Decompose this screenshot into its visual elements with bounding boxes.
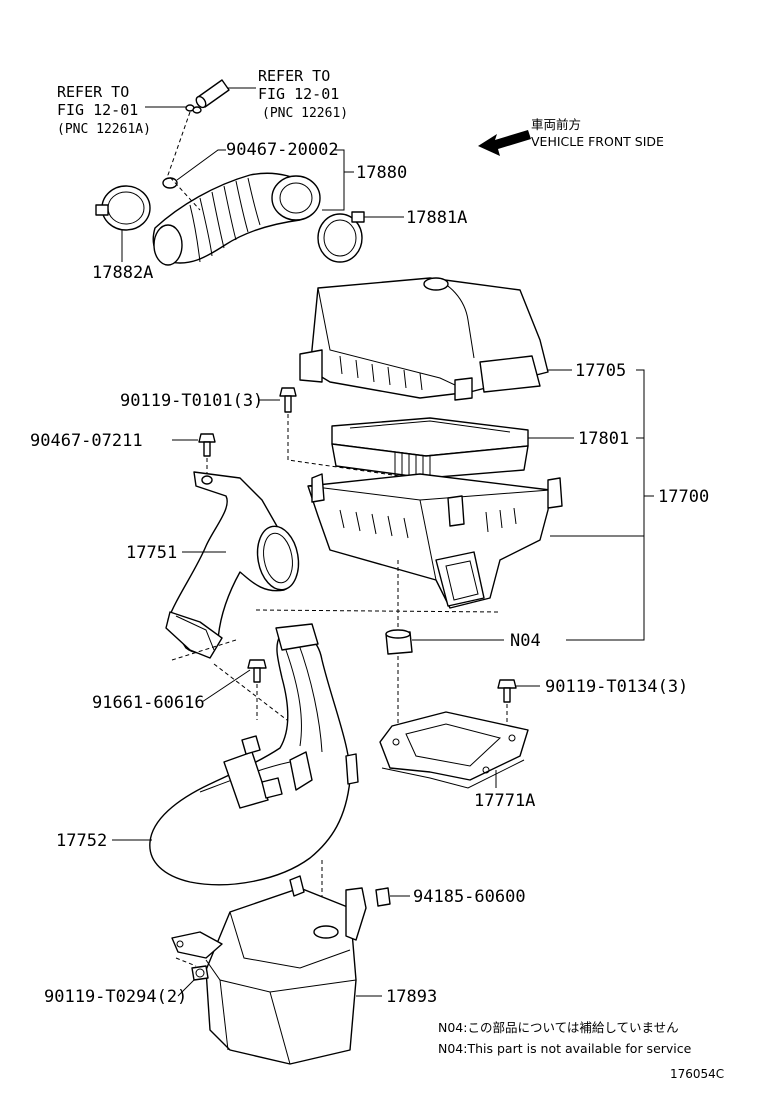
label-17881A: 17881A [406, 208, 467, 228]
ref-right-line2: FIG 12-01 [258, 85, 339, 103]
bolt-91661-60616-icon [247, 659, 267, 683]
small-clip-icon [185, 104, 202, 114]
label-17880: 17880 [356, 163, 407, 183]
air-cleaner-cap-17705 [299, 277, 549, 401]
hose-clip-90467-20002 [162, 149, 226, 189]
hose-clamp-17881A [317, 211, 365, 263]
ref-left-pnc: (PNC 12261A) [57, 122, 151, 137]
ref-left-line1: REFER TO [57, 83, 129, 101]
label-91661-60616: 91661-60616 [92, 693, 205, 713]
hose-stub-icon [195, 79, 256, 109]
bracket-17700 [566, 369, 645, 641]
label-17752: 17752 [56, 831, 107, 851]
intake-hose-17880 [152, 172, 321, 266]
ref-right-line1: REFER TO [258, 67, 330, 85]
air-cleaner-case [307, 473, 563, 609]
intake-pipe-17752 [149, 623, 359, 886]
label-94185-60600: 94185-60600 [413, 887, 526, 907]
clip-94185-60600-icon [375, 887, 391, 907]
label-17771A: 17771A [474, 791, 535, 811]
figure-code: 176054C [670, 1067, 724, 1081]
direction-jp: 車両前方 [531, 117, 581, 132]
hose-clamp-17882A [95, 185, 151, 231]
bolt-90119-T0294-icon [191, 965, 209, 981]
inlet-duct-17751 [165, 471, 300, 659]
label-90119-T0134: 90119-T0134(3) [545, 677, 688, 697]
direction-en: VEHICLE FRONT SIDE [531, 134, 664, 149]
note-jp: N04:この部品については補給していません [438, 1020, 679, 1035]
label-17882A: 17882A [92, 263, 153, 283]
resonator-17893 [171, 875, 367, 1065]
note-en: N04:This part is not available for servi… [438, 1041, 692, 1056]
grommet-N04 [385, 629, 413, 655]
bolt-90119-T0101-icon [279, 387, 297, 413]
ref-right-pnc: (PNC 12261) [262, 106, 348, 121]
bracket-17771A [379, 711, 529, 789]
label-17751: 17751 [126, 543, 177, 563]
label-17801: 17801 [578, 429, 629, 449]
label-90467-07211: 90467-07211 [30, 431, 143, 451]
label-17893: 17893 [386, 987, 437, 1007]
leader-17880 [322, 149, 345, 211]
air-filter-element-17801 [331, 417, 529, 479]
label-90467-20002: 90467-20002 [226, 140, 339, 160]
label-17700: 17700 [658, 487, 709, 507]
label-90119-T0101: 90119-T0101(3) [120, 391, 263, 411]
bolt-90467-07211-icon [198, 433, 216, 457]
label-N04: N04 [510, 631, 541, 651]
clip-guide-line [167, 111, 201, 211]
label-90119-T0294: 90119-T0294(2) [44, 987, 187, 1007]
bolt-90119-T0134-icon [497, 679, 517, 703]
label-17705: 17705 [575, 361, 626, 381]
ref-left-line2: FIG 12-01 [57, 101, 138, 119]
vehicle-front-arrow-icon [478, 130, 531, 156]
